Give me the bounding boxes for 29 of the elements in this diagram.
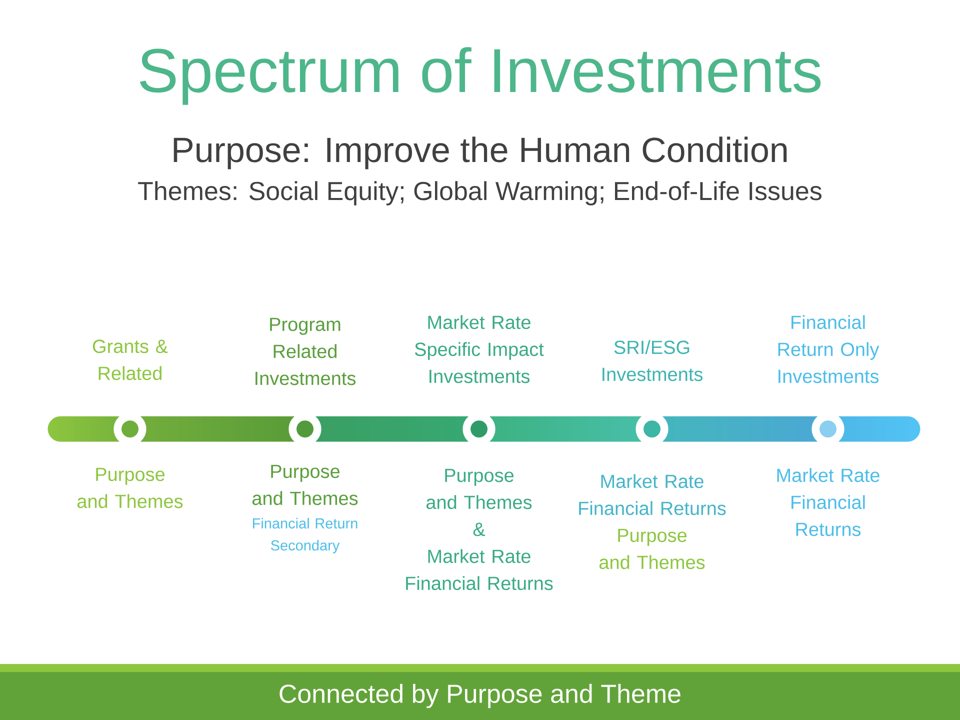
timeline-dot — [644, 420, 660, 438]
description-label: Market Rate Financial Returns — [777, 468, 880, 536]
timeline-dot — [296, 420, 314, 438]
description-label: Market Rate Financial Returns — [579, 474, 726, 516]
timeline-bar — [48, 416, 120, 442]
title: Spectrum of Investments — [140, 47, 821, 105]
description-label: Market Rate Financial Returns — [406, 549, 553, 590]
category-label: Market Rate Specific Impact Investments — [414, 315, 544, 384]
footer-band: Connected by Purpose and Theme — [0, 664, 960, 720]
description-label: Purpose and Themes — [252, 464, 358, 506]
description-label: Purpose and Themes — [77, 468, 183, 508]
timeline-bar — [838, 416, 920, 442]
category-label: Program Related Investments — [256, 318, 356, 386]
description-label: & — [473, 522, 486, 536]
timeline-dot — [122, 420, 138, 438]
note-label: Financial Return Secondary — [253, 518, 358, 554]
subtitle: Themes: Social Equity; Global Warming; End-of-Life Issues — [138, 181, 822, 206]
timeline-bar — [662, 416, 818, 442]
timeline-dot — [470, 420, 488, 438]
timeline-bar — [316, 416, 468, 442]
category-label: SRI/ESG Investments — [602, 340, 703, 382]
timeline-bar — [140, 416, 294, 442]
category-label: Grants & Related — [92, 340, 168, 380]
subtitle: Purpose: Improve the Human Condition — [174, 136, 787, 170]
category-label: Financial Return Only Investments — [778, 315, 880, 384]
timeline-bar — [490, 416, 642, 442]
description-label: Purpose and Themes — [599, 528, 705, 570]
description-label: Purpose and Themes — [426, 468, 532, 510]
timeline-dot — [820, 420, 837, 438]
